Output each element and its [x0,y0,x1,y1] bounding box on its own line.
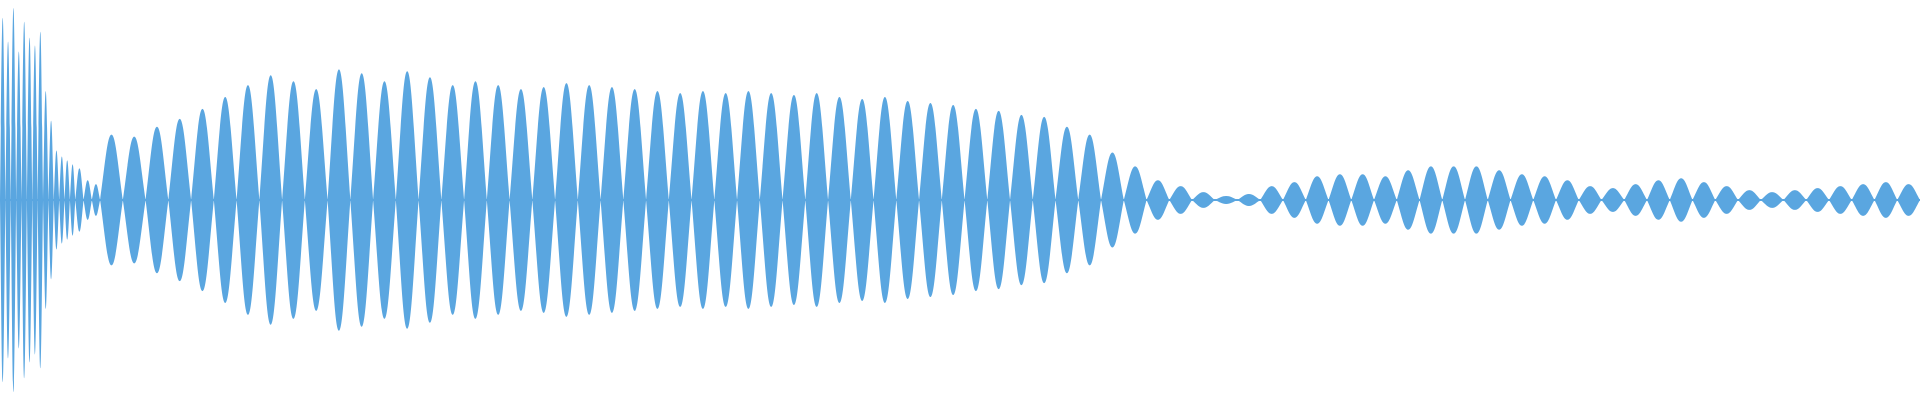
waveform-center-line [0,199,1920,201]
